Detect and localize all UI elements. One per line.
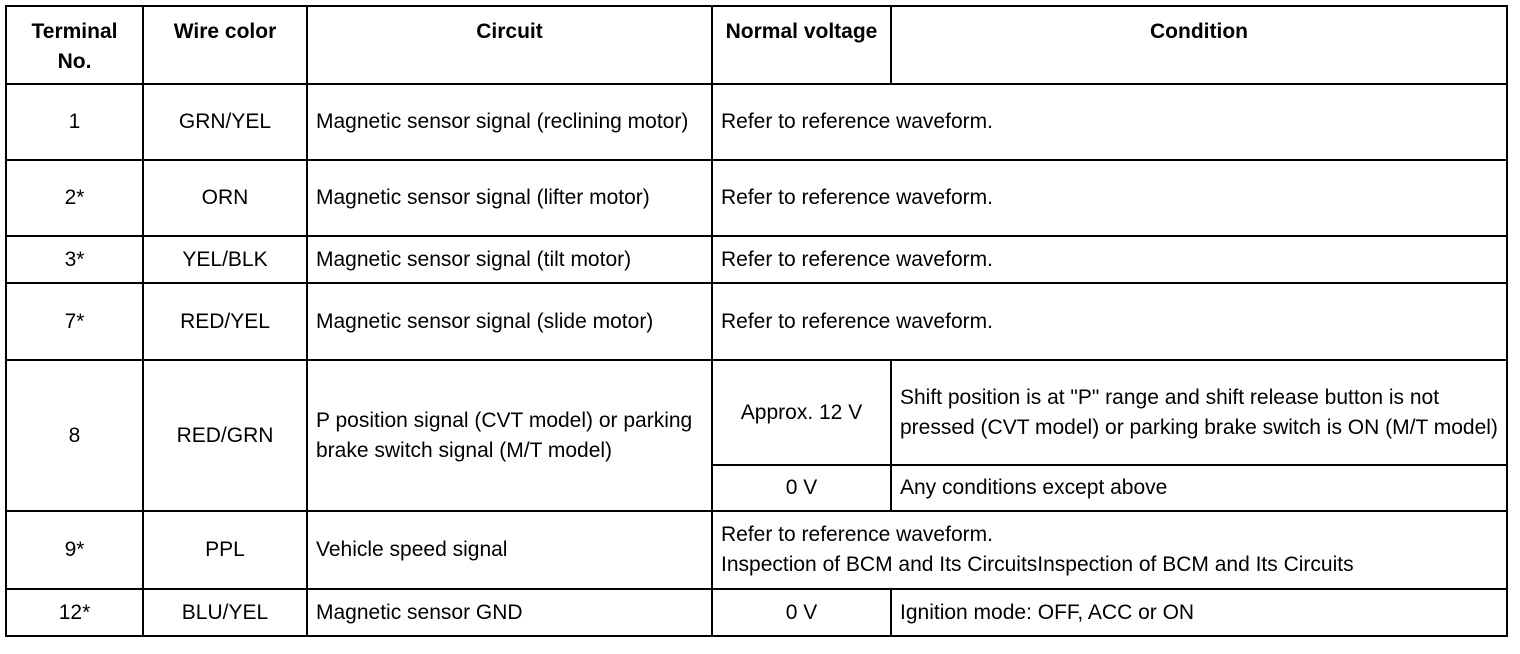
voltage-cell: Approx. 12 V	[711, 359, 892, 466]
circuit-cell: P position signal (CVT model) or parking…	[306, 359, 713, 512]
voltage-cell: 0 V	[711, 588, 892, 637]
wire-color-cell: GRN/YEL	[142, 83, 308, 161]
condition-cell: Refer to reference waveform.	[711, 159, 1508, 237]
wire-color-cell: RED/YEL	[142, 282, 308, 361]
circuit-cell: Magnetic sensor signal (reclining motor)	[306, 83, 713, 161]
circuit-cell: Vehicle speed signal	[306, 510, 713, 590]
table-row: 8 RED/GRN P position signal (CVT model) …	[5, 359, 1508, 512]
header-terminal: Terminal No.	[5, 5, 144, 85]
condition-cell: Refer to reference waveform.	[711, 235, 1508, 284]
circuit-cell: Magnetic sensor signal (slide motor)	[306, 282, 713, 361]
circuit-cell: Magnetic sensor GND	[306, 588, 713, 637]
condition-cell: Ignition mode: OFF, ACC or ON	[890, 588, 1508, 637]
header-condition: Condition	[890, 5, 1508, 85]
terminal-cell: 12*	[5, 588, 144, 637]
circuit-cell: Magnetic sensor signal (tilt motor)	[306, 235, 713, 284]
table-row: 12* BLU/YEL Magnetic sensor GND 0 V Igni…	[5, 588, 1508, 637]
terminal-cell: 1	[5, 83, 144, 161]
table-row: 2* ORN Magnetic sensor signal (lifter mo…	[5, 159, 1508, 237]
wire-color-cell: PPL	[142, 510, 308, 590]
terminal-cell: 8	[5, 359, 144, 512]
table-row: 1 GRN/YEL Magnetic sensor signal (reclin…	[5, 83, 1508, 161]
terminal-cell: 7*	[5, 282, 144, 361]
condition-cell: Refer to reference waveform. Inspection …	[711, 510, 1508, 590]
terminal-spec-table-container: Terminal No. Wire color Circuit Normal v…	[5, 5, 1508, 637]
header-circuit: Circuit	[306, 5, 713, 85]
wire-color-cell: BLU/YEL	[142, 588, 308, 637]
wire-color-cell: ORN	[142, 159, 308, 237]
condition-cell: Shift position is at "P" range and shift…	[890, 359, 1508, 466]
condition-cell: Refer to reference waveform.	[711, 282, 1508, 361]
voltage-cell: 0 V	[711, 464, 892, 512]
circuit-cell: Magnetic sensor signal (lifter motor)	[306, 159, 713, 237]
header-row: Terminal No. Wire color Circuit Normal v…	[5, 5, 1508, 85]
table-row: 7* RED/YEL Magnetic sensor signal (slide…	[5, 282, 1508, 361]
terminal-cell: 3*	[5, 235, 144, 284]
wire-color-cell: YEL/BLK	[142, 235, 308, 284]
table-row: 3* YEL/BLK Magnetic sensor signal (tilt …	[5, 235, 1508, 284]
condition-cell: Any conditions except above	[890, 464, 1508, 512]
header-normal-voltage: Normal voltage	[711, 5, 892, 85]
header-wire-color: Wire color	[142, 5, 308, 85]
table-row: 9* PPL Vehicle speed signal Refer to ref…	[5, 510, 1508, 590]
terminal-cell: 2*	[5, 159, 144, 237]
table-subrow: 0 V Any conditions except above	[6, 464, 1508, 512]
terminal-cell: 9*	[5, 510, 144, 590]
condition-cell: Refer to reference waveform.	[711, 83, 1508, 161]
wire-color-cell: RED/GRN	[142, 359, 308, 512]
terminal-spec-table: Terminal No. Wire color Circuit Normal v…	[5, 5, 1508, 637]
